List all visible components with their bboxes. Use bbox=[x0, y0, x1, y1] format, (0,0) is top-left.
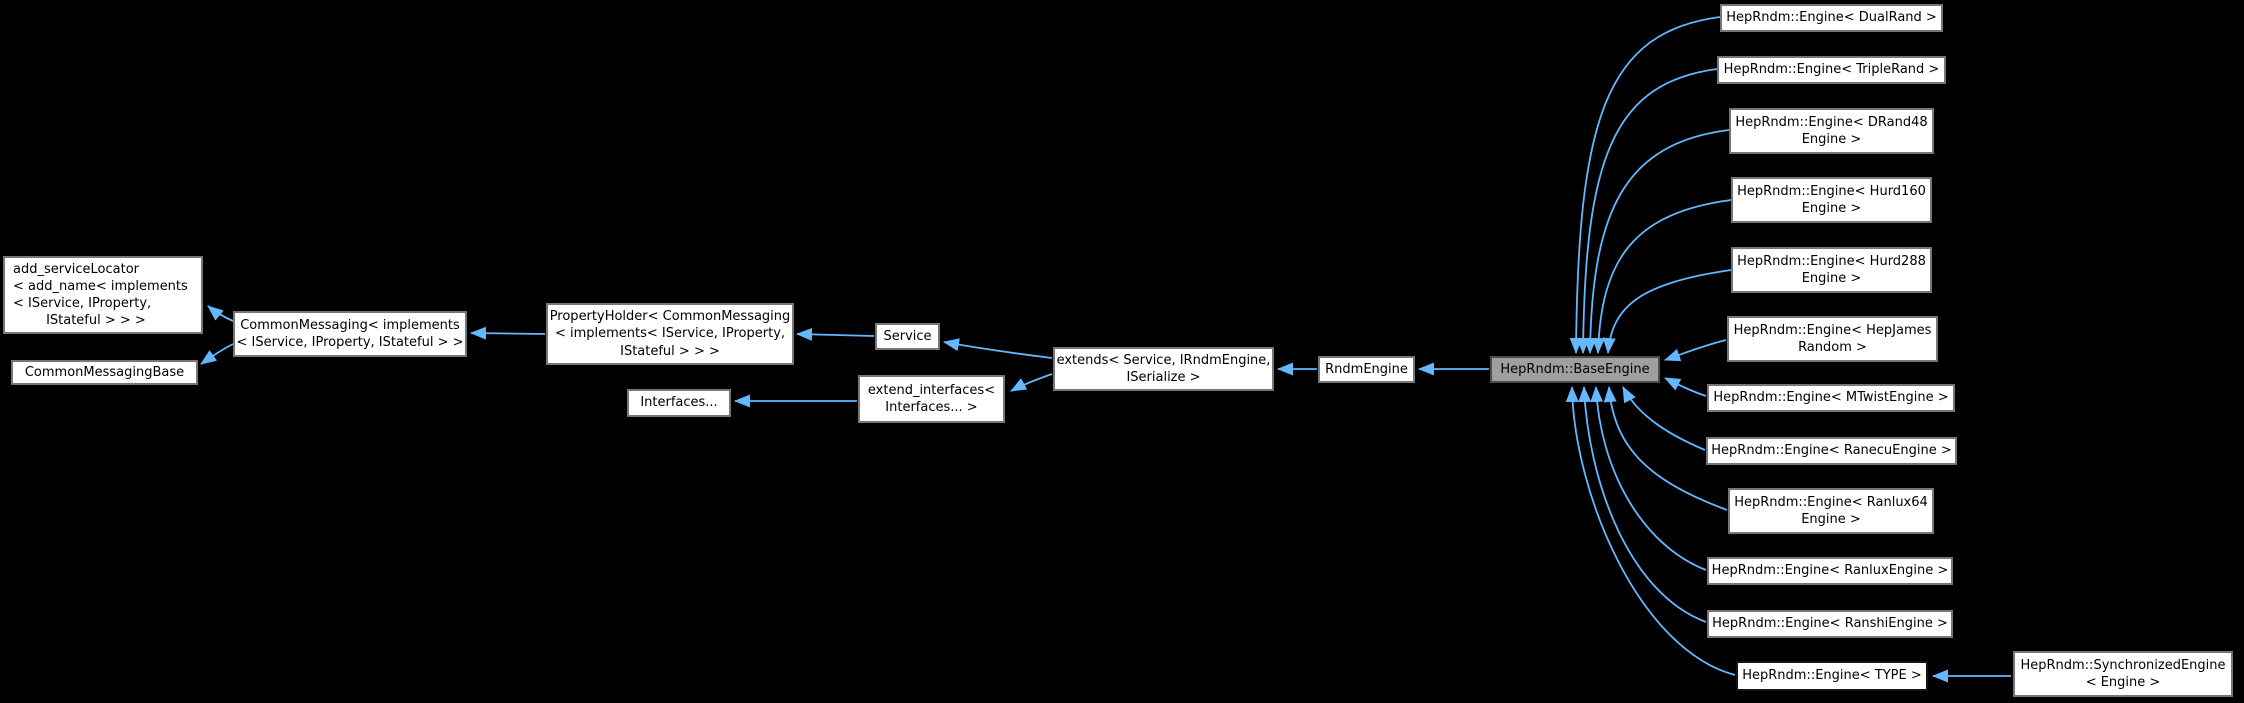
class-node-propertyholder[interactable]: PropertyHolder< CommonMessaging < implem… bbox=[546, 303, 794, 365]
edge-engine-ranecu-baseengine bbox=[1622, 386, 1706, 451]
class-node-engine-dualrand[interactable]: HepRndm::Engine< DualRand > bbox=[1720, 4, 1943, 32]
class-node-commonmessaging[interactable]: CommonMessaging< implements < IService, … bbox=[233, 311, 467, 357]
edge-engine-type-baseengine bbox=[1565, 386, 1736, 676]
class-node-engine-hurd160[interactable]: HepRndm::Engine< Hurd160 Engine > bbox=[1731, 177, 1932, 223]
class-node-engine-hepjames[interactable]: HepRndm::Engine< HepJames Random > bbox=[1727, 316, 1938, 362]
class-node-extends[interactable]: extends< Service, IRndmEngine, ISerializ… bbox=[1053, 347, 1274, 391]
class-node-commonmessagingbase[interactable]: CommonMessagingBase bbox=[11, 360, 198, 385]
class-node-engine-type[interactable]: HepRndm::Engine< TYPE > bbox=[1736, 661, 1928, 691]
class-node-engine-ranlux[interactable]: HepRndm::Engine< RanluxEngine > bbox=[1707, 557, 1953, 585]
edge-engine-hepjames-baseengine bbox=[1664, 339, 1727, 362]
class-node-rndmengine[interactable]: RndmEngine bbox=[1318, 356, 1415, 383]
class-node-baseengine: HepRndm::BaseEngine bbox=[1490, 356, 1660, 383]
class-node-add-servicelocator[interactable]: add_serviceLocator < add_name< implement… bbox=[3, 256, 203, 334]
edge-engine-ranshi-baseengine bbox=[1578, 386, 1707, 623]
edge-engine-triplerand-baseengine bbox=[1576, 68, 1718, 354]
edge-extends-service bbox=[943, 338, 1053, 359]
class-node-interfaces[interactable]: Interfaces... bbox=[627, 389, 731, 417]
edge-service-propertyholder bbox=[796, 327, 875, 341]
class-node-engine-ranecu[interactable]: HepRndm::Engine< RanecuEngine > bbox=[1706, 437, 1957, 465]
class-node-service[interactable]: Service bbox=[875, 323, 940, 350]
class-node-engine-triplerand[interactable]: HepRndm::Engine< TripleRand > bbox=[1717, 56, 1946, 84]
edge-engine-ranlux-baseengine bbox=[1590, 386, 1707, 571]
class-node-engine-mtwist[interactable]: HepRndm::Engine< MTwistEngine > bbox=[1707, 384, 1955, 412]
edge-engine-hurd288-baseengine bbox=[1602, 269, 1732, 354]
edge-commonmessaging-add-servicelocator bbox=[207, 305, 234, 322]
edge-commonmessaging-commonmessagingbase bbox=[200, 343, 234, 365]
edge-extends-extend-interfaces bbox=[1010, 373, 1053, 392]
class-node-engine-hurd288[interactable]: HepRndm::Engine< Hurd288 Engine > bbox=[1731, 247, 1932, 293]
edge-engine-hurd160-baseengine bbox=[1591, 199, 1732, 354]
class-node-extend-interfaces[interactable]: extend_interfaces< Interfaces... > bbox=[858, 375, 1005, 423]
class-node-engine-drand48[interactable]: HepRndm::Engine< DRand48 Engine > bbox=[1729, 108, 1934, 154]
edge-engine-ranlux64-baseengine bbox=[1603, 386, 1728, 511]
class-node-engine-ranshi[interactable]: HepRndm::Engine< RanshiEngine > bbox=[1707, 610, 1953, 638]
edge-engine-dualrand-baseengine bbox=[1569, 16, 1721, 354]
class-node-engine-ranlux64[interactable]: HepRndm::Engine< Ranlux64 Engine > bbox=[1728, 488, 1934, 534]
class-node-synchronizedengine[interactable]: HepRndm::SynchronizedEngine < Engine > bbox=[2013, 651, 2233, 697]
edge-engine-drand48-baseengine bbox=[1583, 129, 1730, 354]
edge-propertyholder-commonmessaging bbox=[470, 326, 546, 340]
edge-engine-mtwist-baseengine bbox=[1664, 377, 1707, 397]
